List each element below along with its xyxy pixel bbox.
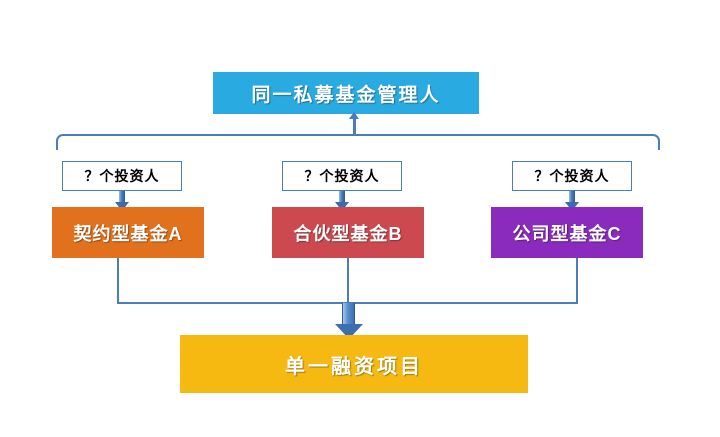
investor-to-fund-arrow-icon-c: [565, 202, 579, 211]
fund-box-partnership-b: 合伙型基金B: [272, 207, 424, 258]
investor-to-fund-arrow-icon-b: [335, 202, 349, 211]
investor-count-label-b: ？个投资人: [282, 161, 402, 191]
investor-count-label-c: ？个投资人: [512, 161, 632, 191]
fund-drop-line-a: [117, 258, 119, 304]
investor-to-fund-shaft-c: [569, 191, 575, 203]
bracket-stem: [353, 114, 356, 136]
funds-to-project-shaft: [342, 303, 355, 325]
investor-to-fund-shaft-a: [119, 191, 125, 203]
fund-manager-box: 同一私募基金管理人: [213, 72, 479, 114]
investor-count-label-a: ？个投资人: [62, 161, 182, 191]
manager-to-funds-bracket: [56, 134, 660, 150]
fund-box-corporate-c: 公司型基金C: [491, 207, 643, 258]
fund-drop-line-b: [347, 258, 349, 304]
fund-box-contractual-a: 契约型基金A: [52, 207, 204, 258]
investor-to-fund-arrow-icon-a: [115, 202, 129, 211]
investor-to-fund-shaft-b: [339, 191, 345, 203]
fund-drop-line-c: [576, 258, 578, 304]
financing-project-box: 单一融资项目: [180, 335, 528, 393]
